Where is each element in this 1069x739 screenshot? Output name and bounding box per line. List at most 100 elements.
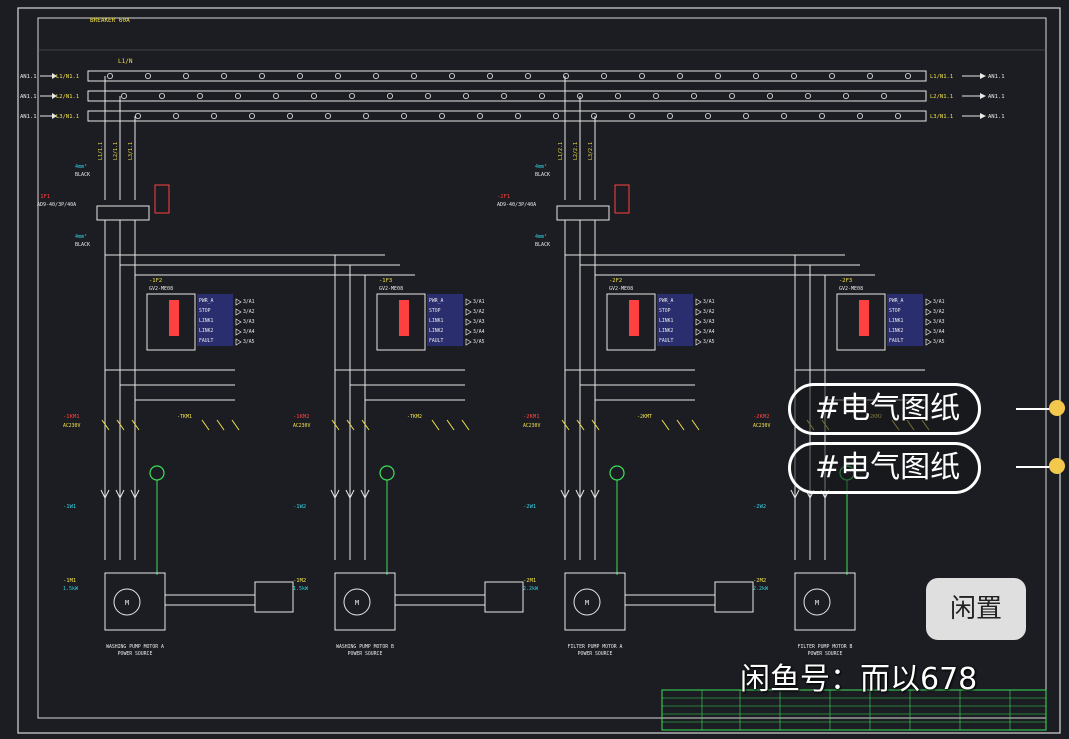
- contactor-aux: -TKM2: [407, 414, 422, 420]
- contactor-aux: -2KMT: [637, 414, 652, 420]
- bolt: [476, 113, 483, 120]
- bolt: [310, 93, 317, 100]
- bolt: [134, 113, 141, 120]
- terminal: [100, 489, 110, 500]
- bolt: [258, 73, 265, 80]
- bolt: [424, 93, 431, 100]
- arrow: [52, 93, 57, 99]
- bolt: [767, 93, 774, 100]
- cable-id: -1W2: [293, 504, 306, 510]
- motor-id: -2M2: [753, 578, 766, 584]
- signal-out: 3/A1: [243, 299, 255, 305]
- wire: [561, 419, 570, 431]
- rail-left-tag: L1/N1.1: [56, 74, 79, 80]
- idle-badge-button[interactable]: 闲置: [926, 578, 1026, 640]
- overload-relay: [399, 300, 409, 336]
- signal-out: 3/A4: [703, 329, 715, 335]
- signal-arrow: [925, 338, 932, 346]
- bolt: [525, 73, 532, 80]
- wire: [691, 419, 700, 431]
- bolt: [677, 73, 684, 80]
- signal-label: PWR_A: [889, 298, 904, 304]
- signal-label: FAULT: [429, 338, 444, 344]
- overload-relay: [629, 300, 639, 336]
- bolt: [857, 113, 864, 120]
- signal-label: LINK1: [199, 318, 214, 324]
- signal-label: FAULT: [889, 338, 904, 344]
- tag-pill-1[interactable]: #电气图纸: [788, 383, 982, 435]
- wire-tag: L3/2.1: [588, 142, 594, 160]
- signal-out: 3/A5: [243, 339, 255, 345]
- bolt: [144, 73, 151, 80]
- overload-model: GV2-ME08: [149, 286, 173, 292]
- signal-arrow: [925, 318, 932, 326]
- cable-id: -2W1: [523, 504, 536, 510]
- rail-out-label: AN1.1: [988, 94, 1005, 100]
- wire-tag: L1/1.1: [98, 142, 104, 160]
- breaker-id: -1F1: [37, 194, 50, 200]
- motor-id: -2M1: [523, 578, 536, 584]
- bolt: [210, 113, 217, 120]
- color-top: BLACK: [535, 172, 550, 178]
- bolt: [829, 73, 836, 80]
- wire: [431, 419, 440, 431]
- contactor-coil: AC230V: [63, 423, 80, 429]
- bolt: [905, 73, 912, 80]
- signal-out: 3/A3: [933, 319, 945, 325]
- signal-out: 3/A3: [473, 319, 485, 325]
- bolt: [705, 113, 712, 120]
- overload-model: GV2-ME08: [609, 286, 633, 292]
- motor-title: FILTER PUMP MOTOR B: [798, 644, 853, 650]
- wire: [116, 419, 125, 431]
- breaker-id: -2F1: [497, 194, 510, 200]
- bolt: [107, 73, 114, 80]
- signal-label: LINK2: [199, 328, 214, 334]
- contactor-id: -2KM2: [753, 414, 770, 420]
- motor-symbol: M: [125, 599, 129, 607]
- bolt: [334, 73, 341, 80]
- motor-frame: [104, 572, 166, 631]
- signal-out: 3/A2: [243, 309, 255, 315]
- rail-left-tag: L3/N1.1: [56, 114, 79, 120]
- wire: [231, 419, 240, 431]
- busbar-rail: [87, 110, 927, 122]
- bolt: [819, 113, 826, 120]
- motor-frame: [564, 572, 626, 631]
- bolt: [362, 113, 369, 120]
- signal-arrow: [465, 318, 472, 326]
- bolt: [715, 73, 722, 80]
- contactor-id: -1KM1: [63, 414, 80, 420]
- wire-tag: L1/2.1: [558, 142, 564, 160]
- bolt: [895, 113, 902, 120]
- bolt: [500, 93, 507, 100]
- bolt: [248, 113, 255, 120]
- bolt: [753, 73, 760, 80]
- motor-symbol: M: [585, 599, 589, 607]
- color-bottom: BLACK: [535, 242, 550, 248]
- signal-label: LINK2: [659, 328, 674, 334]
- motor-power: 1.5kW: [293, 586, 309, 592]
- bolt: [410, 73, 417, 80]
- signal-arrow: [695, 328, 702, 336]
- wire: [101, 419, 110, 431]
- tag-pill-2[interactable]: #电气图纸: [788, 442, 982, 494]
- signal-label: STOP: [429, 308, 441, 314]
- bolt: [881, 93, 888, 100]
- motor-subtitle: POWER SOURCE: [348, 651, 383, 657]
- wire-tag: L3/1.1: [128, 142, 134, 160]
- motor-circle: [113, 588, 141, 616]
- bolt: [386, 93, 393, 100]
- arrow: [980, 93, 986, 99]
- terminal: [345, 489, 355, 500]
- signal-arrow: [465, 308, 472, 316]
- signal-label: PWR_A: [659, 298, 674, 304]
- arrow: [52, 113, 57, 119]
- motor-circle: [343, 588, 371, 616]
- signal-label: FAULT: [199, 338, 214, 344]
- bolt: [805, 93, 812, 100]
- wire-tag: L2/2.1: [573, 142, 579, 160]
- signal-out: 3/A2: [473, 309, 485, 315]
- bolt: [591, 113, 598, 120]
